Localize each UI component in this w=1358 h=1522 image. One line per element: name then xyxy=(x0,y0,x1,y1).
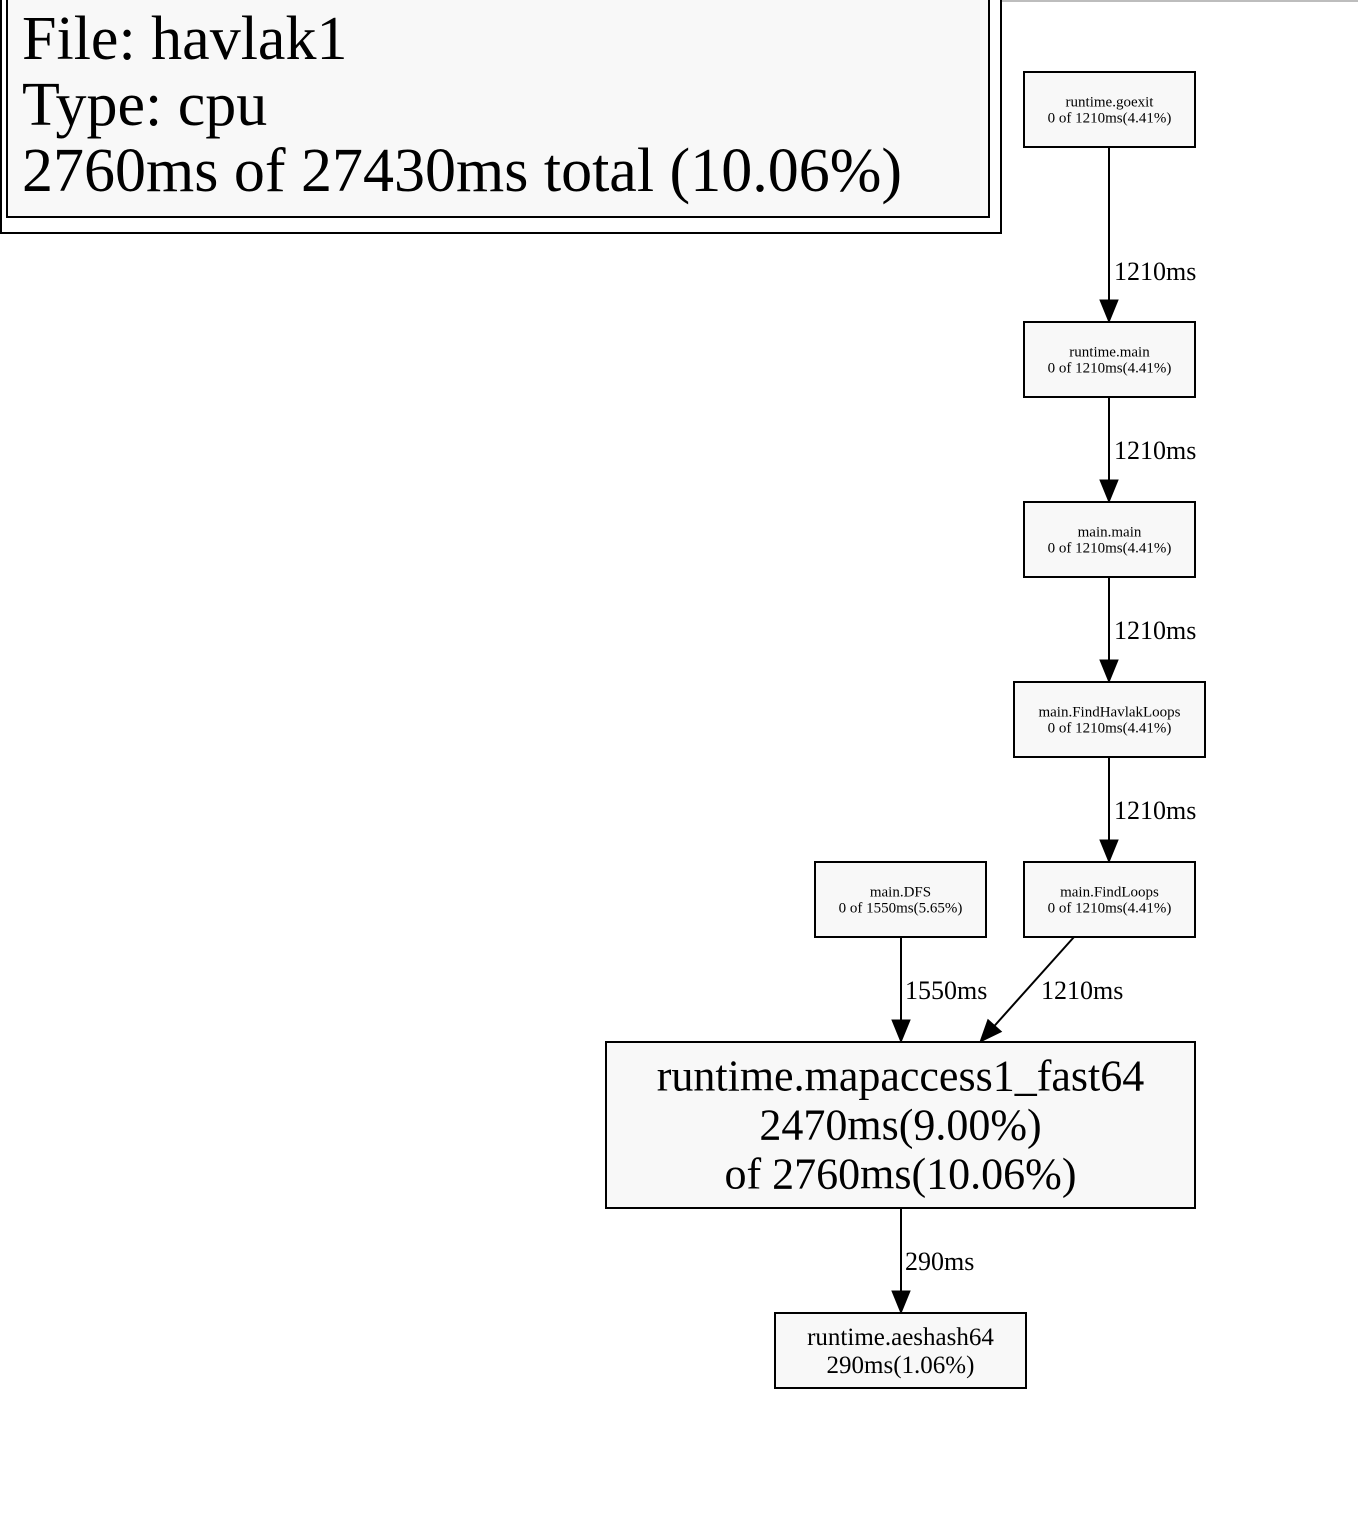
node-box xyxy=(605,1041,1196,1209)
arrowhead xyxy=(979,1018,1003,1043)
node-function-name: runtime.mapaccess1_fast64 xyxy=(657,1052,1145,1101)
node-box xyxy=(1023,501,1196,578)
node-function-name: runtime.main xyxy=(1069,344,1150,360)
arrowhead xyxy=(1099,299,1119,324)
edge-goexit-to-rtmain: 1210ms xyxy=(1099,147,1196,324)
edge-label: 1210ms xyxy=(1114,257,1196,286)
legend-file: File: havlak1 xyxy=(22,5,348,73)
arrowhead xyxy=(1099,479,1119,504)
node-box xyxy=(814,861,987,938)
node-cost-text: 0 of 1210ms(4.41%) xyxy=(1048,110,1172,126)
arrowhead xyxy=(1099,659,1119,684)
edge-label: 1550ms xyxy=(905,976,987,1005)
node-cost-text: 0 of 1210ms(4.41%) xyxy=(1048,360,1172,376)
edge-label: 1210ms xyxy=(1114,796,1196,825)
arrowhead xyxy=(891,1019,911,1044)
node-cost-text: 290ms(1.06%) xyxy=(827,1352,975,1379)
node-cost-text: 2470ms(9.00%) xyxy=(759,1101,1041,1150)
node-box xyxy=(1023,861,1196,938)
node-box xyxy=(1023,321,1196,398)
node-function-name: main.FindLoops xyxy=(1060,884,1159,900)
node-function-name: main.main xyxy=(1078,524,1142,540)
node-function-name: main.DFS xyxy=(870,884,931,900)
edge-label: 1210ms xyxy=(1114,616,1196,645)
edge-label: 290ms xyxy=(905,1247,974,1276)
node-mapaccess[interactable]: runtime.mapaccess1_fast642470ms(9.00%)of… xyxy=(605,1041,1196,1209)
edge-findhavlak-to-findloops: 1210ms xyxy=(1099,757,1196,864)
node-cost-text: 0 of 1550ms(5.65%) xyxy=(839,900,963,916)
edge-rtmain-to-mainmain: 1210ms xyxy=(1099,397,1196,504)
legend-type: Type: cpu xyxy=(22,71,268,139)
node-box xyxy=(1013,681,1206,758)
edge-label: 1210ms xyxy=(1114,436,1196,465)
node-box xyxy=(774,1312,1027,1389)
edge-findloops-to-mapaccess: 1210ms xyxy=(979,936,1123,1043)
node-function-name: main.FindHavlakLoops xyxy=(1038,704,1180,720)
node-function-name: runtime.aeshash64 xyxy=(807,1324,994,1351)
node-cost-text: 0 of 1210ms(4.41%) xyxy=(1048,720,1172,736)
node-cost-text: 0 of 1210ms(4.41%) xyxy=(1048,540,1172,556)
arrowhead xyxy=(1099,839,1119,864)
arrowhead xyxy=(891,1290,911,1315)
node-function-name: runtime.goexit xyxy=(1066,94,1155,110)
legend-box: File: havlak1 Type: cpu 2760ms of 27430m… xyxy=(0,0,1002,234)
edge-label: 1210ms xyxy=(1041,976,1123,1005)
edge-mapaccess-to-aeshash: 290ms xyxy=(891,1208,974,1315)
node-cost-text: of 2760ms(10.06%) xyxy=(725,1150,1077,1199)
legend-total: 2760ms of 27430ms total (10.06%) xyxy=(22,137,902,205)
node-box xyxy=(1023,71,1196,148)
node-cost-text: 0 of 1210ms(4.41%) xyxy=(1048,900,1172,916)
legend-inner-box: File: havlak1 Type: cpu 2760ms of 27430m… xyxy=(6,0,990,218)
edge-dfs-to-mapaccess: 1550ms xyxy=(891,937,987,1044)
edge-mainmain-to-findhavlak: 1210ms xyxy=(1099,577,1196,684)
edge-line xyxy=(993,936,1075,1027)
